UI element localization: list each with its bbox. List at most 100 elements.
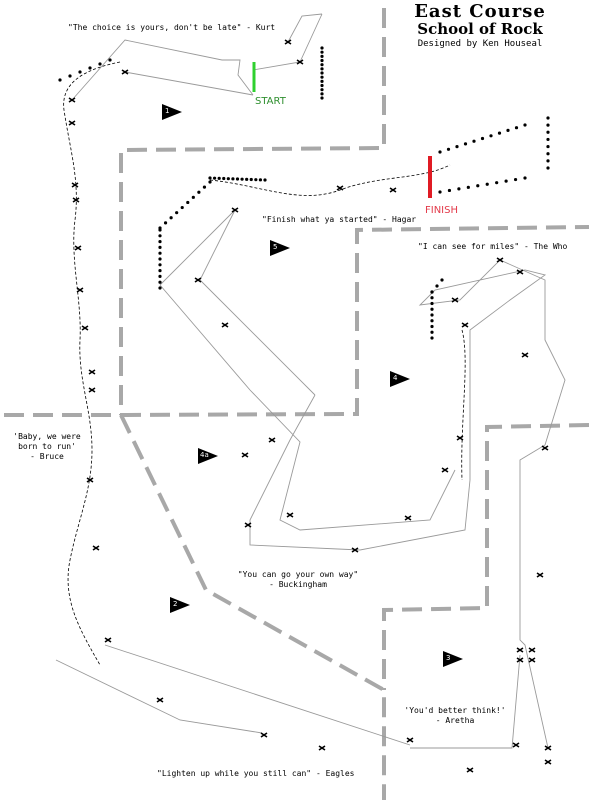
dot-marker (430, 324, 434, 329)
dot-marker (158, 245, 162, 249)
dot-marker (546, 152, 550, 156)
pin-icon (528, 657, 536, 663)
dot-marker (78, 70, 82, 74)
dot-marker (485, 182, 489, 186)
boundary-right (382, 423, 589, 690)
dot-marker (175, 211, 179, 215)
dot-marker (495, 181, 499, 185)
tee-dots (58, 46, 550, 340)
quote-kurt: "The choice is yours, don't be late" - K… (68, 23, 276, 32)
dot-marker (320, 54, 324, 58)
dots-top-right (158, 46, 550, 340)
pin-icon (268, 437, 276, 443)
pin-icon (351, 547, 359, 553)
dots-left (58, 58, 112, 82)
fairway-hole-3 (410, 444, 549, 749)
dot-marker (197, 190, 201, 194)
dot-marker (546, 159, 550, 163)
dot-marker (506, 128, 510, 132)
quote-who: "I can see for miles" - The Who (418, 242, 568, 251)
dot-marker (320, 58, 324, 63)
dot-marker (320, 79, 324, 83)
dot-marker (440, 278, 444, 282)
dot-marker (320, 46, 324, 50)
pin-icon (336, 185, 344, 191)
pin-icon (528, 647, 536, 653)
pin-icon (241, 452, 249, 458)
dot-marker (222, 176, 226, 181)
pin-markers (68, 39, 552, 773)
pin-icon (260, 732, 268, 738)
pin-icon (461, 322, 469, 328)
pin-icon (536, 572, 544, 578)
pin-icon (156, 697, 164, 703)
zone-boundaries (4, 8, 589, 800)
dot-marker (546, 130, 550, 134)
dot-marker (320, 96, 324, 100)
quote-bruce-line-1: 'Baby, we were (13, 432, 81, 441)
pin-icon (541, 445, 549, 451)
dot-marker (158, 234, 162, 238)
dot-marker (497, 131, 502, 135)
pin-icon (521, 352, 529, 358)
dot-marker (513, 177, 518, 182)
quote-buckingham: "You can go your own way" - Buckingham (228, 570, 368, 590)
dot-marker (430, 290, 434, 294)
dot-marker (108, 58, 112, 62)
dot-marker (158, 228, 162, 232)
zone-markers (162, 104, 463, 667)
pin-icon (466, 767, 474, 773)
quote-aretha-line-1: 'You'd better think!' (404, 706, 506, 715)
dot-marker (438, 190, 442, 194)
dot-marker (217, 176, 221, 180)
pin-icon (74, 245, 82, 251)
dot-marker (88, 66, 92, 70)
pin-icon (544, 745, 552, 751)
quote-eagles: "Lighten up while you still can" - Eagle… (157, 769, 355, 778)
pin-icon (88, 387, 96, 393)
pin-icon (389, 187, 397, 193)
dot-marker (320, 83, 324, 88)
pin-icon (81, 325, 89, 331)
boundary-middle (120, 225, 589, 417)
fairway-hole-1 (71, 13, 323, 101)
course-subtitle: School of Rock (417, 20, 543, 38)
ob-line-left (63, 61, 121, 666)
dot-marker (231, 177, 235, 181)
dot-marker (447, 188, 452, 193)
pin-icon (71, 182, 79, 188)
quote-buckingham-line-2: - Buckingham (269, 580, 327, 589)
dot-marker (489, 134, 493, 138)
dot-marker (208, 180, 212, 184)
finish-label: FINISH (425, 205, 458, 216)
dot-marker (240, 177, 244, 181)
dot-marker (480, 136, 485, 141)
pin-icon (441, 467, 449, 473)
fairway-hole-2 (55, 644, 411, 746)
dot-marker (472, 139, 476, 143)
dot-marker (546, 116, 550, 120)
pin-icon (406, 737, 414, 743)
dot-marker (430, 307, 434, 311)
dot-marker (320, 71, 324, 75)
quote-buckingham-line-1: "You can go your own way" (237, 570, 359, 579)
dot-marker (546, 137, 550, 142)
pin-icon (244, 522, 252, 528)
dot-marker (430, 319, 434, 323)
pin-icon (512, 742, 520, 748)
dot-marker (158, 280, 162, 284)
quote-aretha: 'You'd better think!' - Aretha (400, 706, 510, 726)
dot-marker (58, 78, 62, 82)
dot-marker (158, 240, 162, 244)
dot-marker (208, 176, 212, 180)
dot-marker (180, 205, 184, 210)
pin-icon (221, 322, 229, 328)
dot-marker (245, 177, 249, 181)
dot-marker (504, 179, 508, 183)
pin-icon (68, 120, 76, 126)
dot-marker (523, 176, 527, 180)
boundary-diagonal (119, 414, 386, 800)
dot-marker (446, 147, 451, 151)
pin-icon (516, 269, 524, 275)
